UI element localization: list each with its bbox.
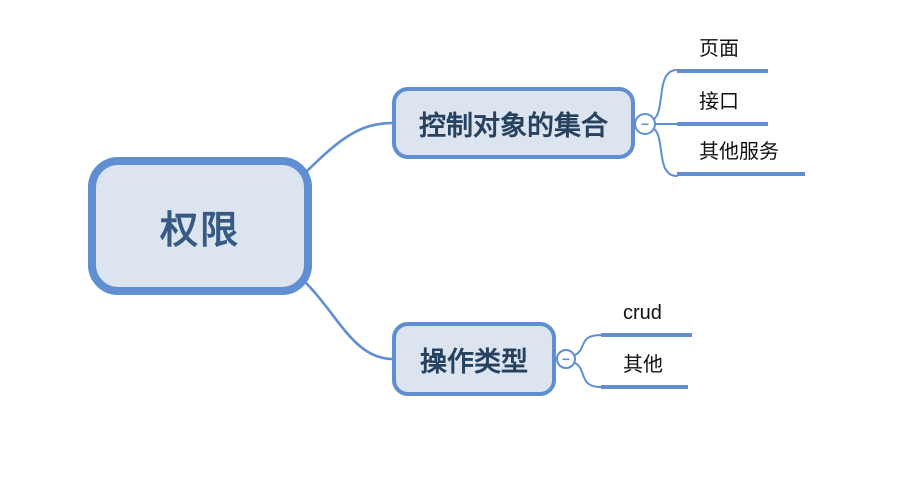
node-branch-operation-types[interactable]: 操作类型: [392, 322, 556, 396]
leaf-label: crud: [623, 302, 662, 324]
collapse-toggle-branch1[interactable]: −: [634, 113, 656, 135]
collapse-toggle-branch2[interactable]: −: [556, 349, 576, 369]
node-leaf-page[interactable]: 页面: [677, 39, 768, 73]
node-leaf-other[interactable]: 其他: [601, 355, 688, 389]
minus-icon: −: [640, 116, 650, 132]
connector-branch2-leaf-other: [574, 362, 602, 388]
node-branch-control-objects[interactable]: 控制对象的集合: [392, 87, 635, 159]
connector-branch2-leaf-crud: [574, 334, 602, 356]
minus-icon: −: [561, 351, 571, 367]
leaf-label: 其他服务: [699, 141, 779, 163]
leaf-label: 接口: [699, 91, 739, 113]
node-leaf-interface[interactable]: 接口: [677, 92, 768, 126]
leaf-label: 页面: [699, 38, 739, 60]
node-leaf-other-services[interactable]: 其他服务: [677, 142, 805, 176]
connector-branch1-leaf-other-services: [652, 127, 678, 177]
branch-label: 操作类型: [420, 346, 528, 377]
leaf-label: 其他: [623, 354, 663, 376]
connector-root-branch1: [296, 121, 395, 182]
branch-label: 控制对象的集合: [419, 110, 608, 141]
connector-root-branch2: [296, 273, 395, 361]
node-root[interactable]: 权限: [88, 157, 312, 295]
root-label: 权限: [159, 209, 240, 252]
connector-branch1-leaf-page: [652, 69, 678, 121]
node-leaf-crud[interactable]: crud: [601, 303, 692, 337]
